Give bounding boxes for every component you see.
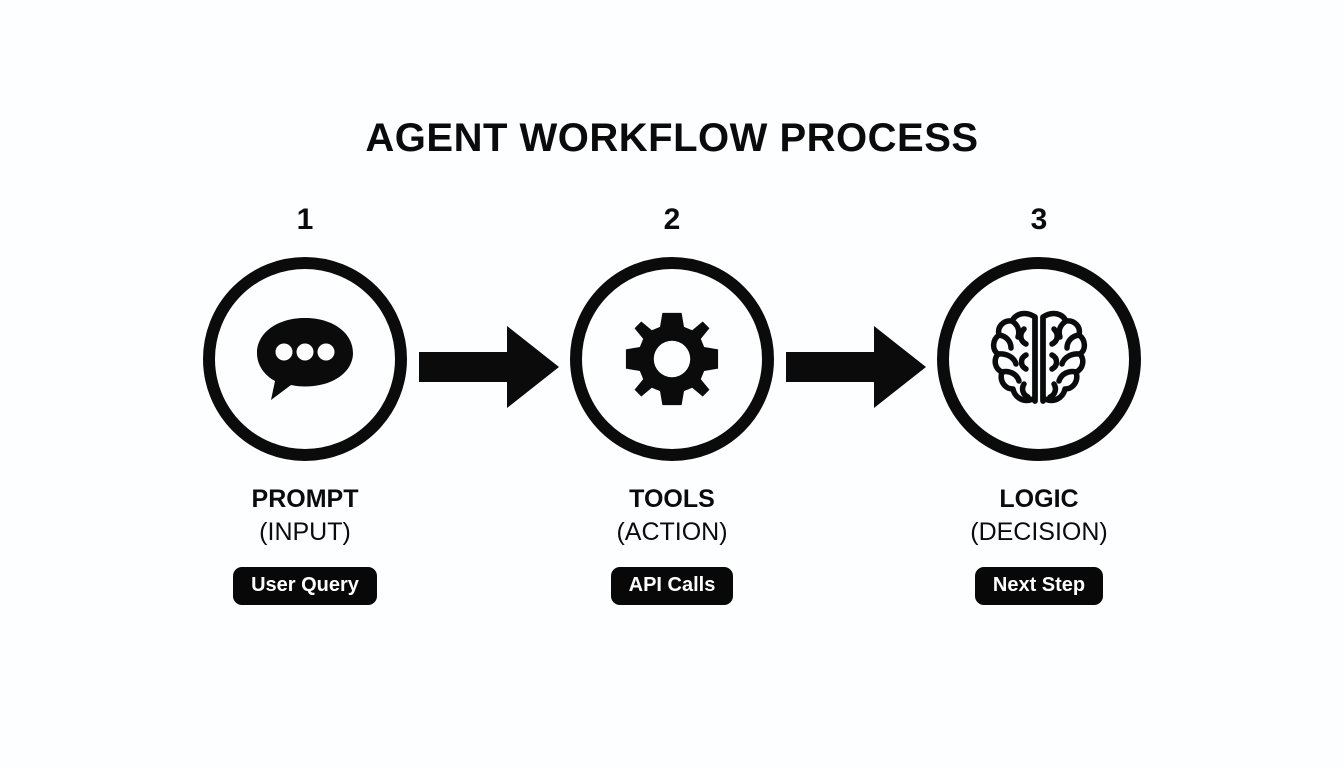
arrow-right-icon xyxy=(418,326,559,408)
step-sublabel-3: (DECISION) xyxy=(970,517,1108,546)
step-number-2: 2 xyxy=(663,203,681,236)
step-pill-2[interactable]: API Calls xyxy=(610,567,734,605)
step-number-1: 1 xyxy=(296,203,314,236)
connector-1-to-2 xyxy=(417,205,560,408)
step-label-1: PROMPT xyxy=(251,485,359,513)
chat-bubble-icon xyxy=(253,312,357,406)
workflow-step-prompt: 1 PROMPT (INPUT) User Query xyxy=(193,205,417,605)
workflow-steps-row: 1 PROMPT (INPUT) User Query xyxy=(0,205,1344,625)
workflow-step-tools: 2 TOOLS (ACTION) API Calls xyxy=(560,205,784,605)
arrow-right-icon xyxy=(785,326,926,408)
step-circle-2 xyxy=(570,257,774,461)
step-number-3: 3 xyxy=(1030,203,1048,236)
step-sublabel-2: (ACTION) xyxy=(616,517,728,546)
workflow-step-logic: 3 xyxy=(927,205,1151,605)
connector-2-to-3 xyxy=(784,205,927,408)
step-label-2: TOOLS xyxy=(629,485,715,513)
step-pill-3[interactable]: Next Step xyxy=(974,567,1104,605)
gear-icon xyxy=(624,311,720,407)
step-circle-3 xyxy=(937,257,1141,461)
step-sublabel-1: (INPUT) xyxy=(259,517,351,546)
brain-icon xyxy=(990,307,1088,411)
step-label-3: LOGIC xyxy=(999,485,1079,513)
step-circle-1 xyxy=(203,257,407,461)
step-pill-1[interactable]: User Query xyxy=(233,567,377,605)
page-title: AGENT WORKFLOW PROCESS xyxy=(365,116,979,160)
